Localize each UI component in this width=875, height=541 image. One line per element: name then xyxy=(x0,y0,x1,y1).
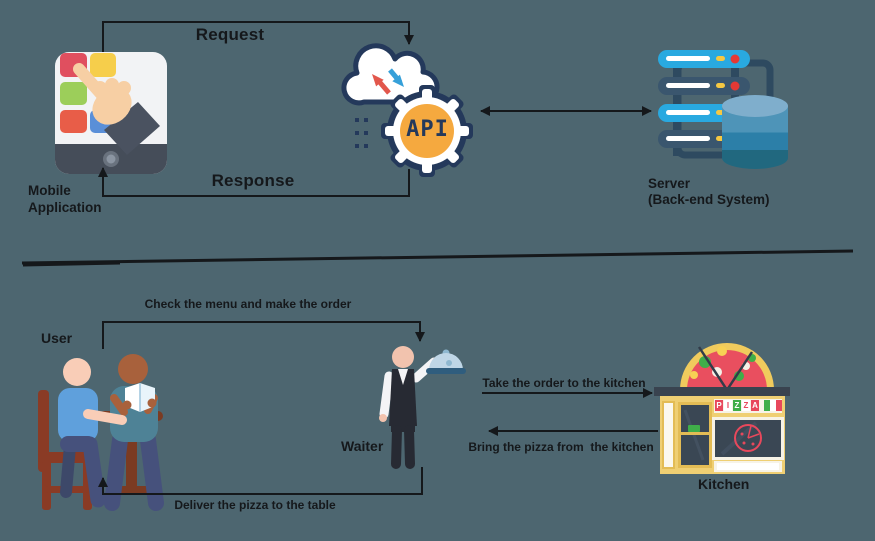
waiter-label: Waiter xyxy=(341,438,384,454)
mobile-application-label: Mobile Application xyxy=(28,182,102,216)
api-badge: API xyxy=(406,117,449,142)
gear-icon xyxy=(381,85,473,177)
server-label: Server (Back-end System) xyxy=(648,176,770,207)
label-line: Mobile xyxy=(28,183,71,198)
response-label: Response xyxy=(211,171,295,190)
cloche-tray-icon xyxy=(426,349,466,374)
label-line: Application xyxy=(28,200,102,215)
neon-pizza-sign-icon xyxy=(734,424,762,452)
deliver-pizza-label: Deliver the pizza to the table xyxy=(174,498,336,512)
pizza-sign-letter: I xyxy=(724,400,732,411)
server-stack-database-icon xyxy=(658,50,788,169)
label-line: (Back-end System) xyxy=(648,191,770,207)
label-line: Server xyxy=(648,176,691,191)
pizza-sign-letter: A xyxy=(751,400,759,411)
pizza-sign: P I Z Z A xyxy=(715,400,759,411)
bring-pizza-label: Bring the pizza from the kitchen xyxy=(468,440,654,454)
waiter-with-cloche-icon xyxy=(379,346,466,469)
kitchen-label: Kitchen xyxy=(698,476,750,492)
pointing-hand-icon xyxy=(73,63,160,155)
pizza-sign-letter: Z xyxy=(733,400,741,411)
divider-line-stub xyxy=(22,261,121,267)
database-icon xyxy=(722,95,788,169)
deliver-pizza-arrow xyxy=(98,467,423,495)
pizza-shop-storefront-icon xyxy=(654,343,790,474)
request-label: Request xyxy=(195,25,265,44)
check-menu-label: Check the menu and make the order xyxy=(144,297,352,311)
server-bar xyxy=(658,50,750,68)
response-arrow xyxy=(98,167,410,197)
take-order-label: Take the order to the kitchen xyxy=(482,376,646,390)
mobile-phone-touch-icon xyxy=(55,52,167,174)
shop-window-icon xyxy=(712,417,784,460)
pizza-sign-letter: P xyxy=(715,400,723,411)
sync-arrows-icon xyxy=(372,68,404,95)
connector-lines xyxy=(21,21,854,495)
check-menu-arrow xyxy=(102,321,425,349)
request-arrow xyxy=(102,21,414,52)
italian-flag-icon xyxy=(764,400,782,411)
divider-line xyxy=(21,249,854,265)
customers-at-table-icon xyxy=(38,354,164,511)
pizza-sign-letter: Z xyxy=(742,400,750,411)
server-bar xyxy=(658,77,750,95)
pizza-icon xyxy=(680,343,774,391)
ellipsis-dots-icon xyxy=(355,118,368,148)
cloud-sync-gear-api-icon xyxy=(341,43,473,177)
shop-door-icon xyxy=(678,402,712,468)
user-label: User xyxy=(41,330,73,346)
